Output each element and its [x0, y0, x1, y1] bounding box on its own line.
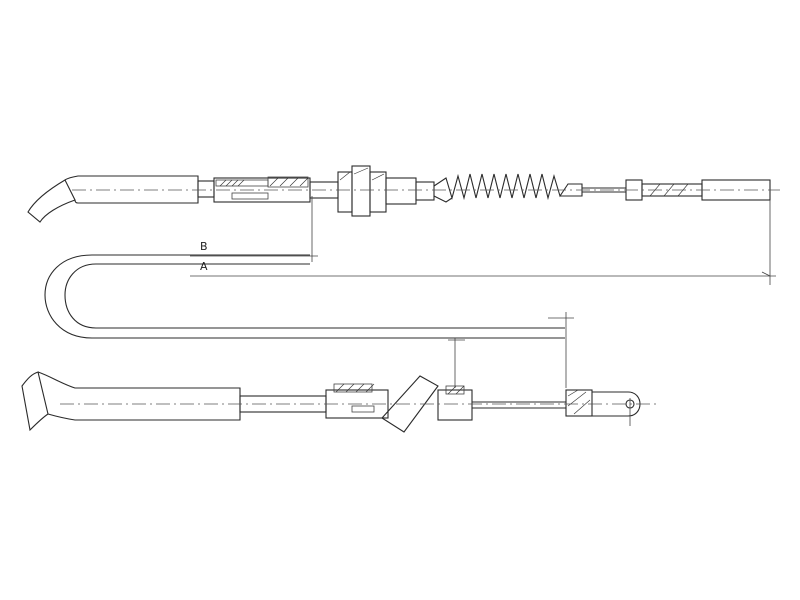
lower-sheath-curve	[21, 371, 49, 432]
dimension-a-label: A	[200, 260, 208, 273]
dimension-a: A	[190, 200, 776, 285]
upper-end-pin	[701, 179, 771, 201]
upper-ferrule-thread	[215, 176, 309, 200]
lower-angled-bracket	[381, 375, 439, 433]
upper-inner-tube	[197, 180, 215, 198]
lower-clevis-nut	[565, 389, 593, 417]
lower-sheath-tube	[37, 371, 241, 421]
lower-ferrule-thread	[333, 383, 375, 413]
dimension-b: B	[190, 196, 318, 262]
upper-hatching	[219, 167, 689, 197]
upper-rubber-boot	[433, 173, 583, 203]
upper-adjuster-nut	[309, 165, 435, 217]
lower-extension-lines	[448, 312, 574, 388]
cable-loop	[44, 254, 565, 339]
upper-sheath-curve	[27, 179, 76, 223]
dimension-b-label: B	[200, 240, 208, 253]
lower-adjuster-sleeve	[437, 389, 473, 421]
upper-sheath-tube	[64, 175, 199, 204]
lower-hatching	[335, 383, 591, 415]
lower-cable-assembly	[21, 371, 660, 433]
upper-cable-assembly	[27, 165, 780, 223]
